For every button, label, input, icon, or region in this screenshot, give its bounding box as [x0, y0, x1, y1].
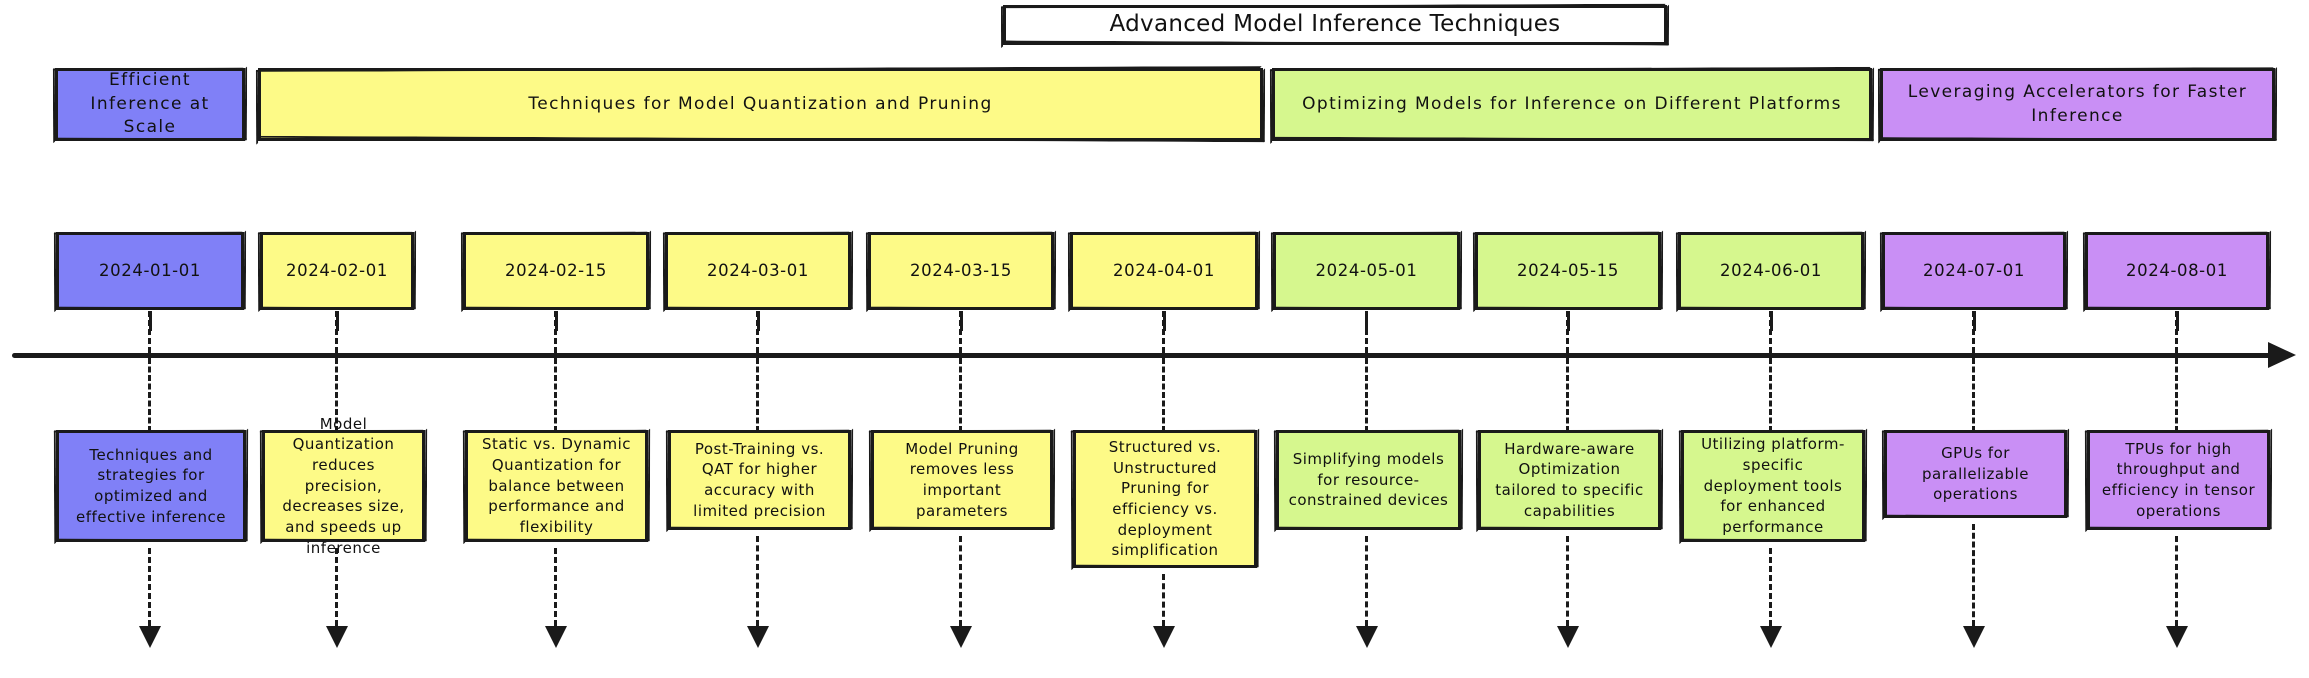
period-date-label: 2024-01-01	[99, 260, 201, 280]
connector-arrow-icon-5	[950, 626, 972, 648]
period-box-4[interactable]: 2024-03-01	[665, 232, 851, 310]
event-box-1[interactable]: Techniques and strategies for optimized …	[56, 430, 246, 542]
event-box-8[interactable]: Hardware-aware Optimization tailored to …	[1478, 430, 1661, 530]
event-description-label: Model Pruning removes less important par…	[905, 439, 1019, 520]
connector-middle-8	[1566, 358, 1570, 432]
connector-lower-5	[959, 536, 963, 626]
connector-arrow-icon-9	[1760, 626, 1782, 648]
event-description-label: Model Quantization reduces precision, de…	[282, 414, 405, 557]
connector-arrow-icon-8	[1557, 626, 1579, 648]
connector-middle-3	[554, 358, 558, 432]
connector-middle-6	[1162, 358, 1166, 432]
connector-lower-1	[148, 548, 152, 626]
connector-upper-5	[959, 311, 963, 353]
period-box-1[interactable]: 2024-01-01	[56, 232, 244, 310]
connector-upper-1	[148, 311, 152, 353]
connector-middle-11	[2175, 358, 2179, 432]
event-box-7[interactable]: Simplifying models for resource-constrai…	[1276, 430, 1461, 530]
connector-upper-7	[1364, 311, 1368, 353]
connector-upper-9	[1769, 311, 1773, 353]
period-date-label: 2024-05-01	[1315, 260, 1418, 280]
period-box-7[interactable]: 2024-05-01	[1273, 232, 1460, 310]
period-date-label: 2024-03-01	[707, 260, 809, 280]
period-date-label: 2024-07-01	[1923, 260, 2025, 280]
connector-upper-2	[335, 311, 339, 353]
connector-lower-2	[335, 548, 339, 626]
event-description-label: Structured vs. Unstructured Pruning for …	[1108, 437, 1222, 560]
connector-lower-4	[756, 536, 760, 626]
event-box-4[interactable]: Post-Training vs. QAT for higher accurac…	[668, 430, 851, 530]
connector-arrow-icon-10	[1963, 626, 1985, 648]
event-box-10[interactable]: GPUs for parallelizable operations	[1884, 430, 2067, 518]
period-date-label: 2024-06-01	[1720, 260, 1822, 280]
connector-arrow-icon-1	[139, 626, 161, 648]
connector-lower-8	[1566, 536, 1570, 626]
period-date-label: 2024-05-15	[1517, 260, 1619, 280]
connector-arrow-icon-11	[2166, 626, 2188, 648]
timeline-axis-arrow-icon	[2268, 342, 2296, 368]
connector-lower-7	[1364, 536, 1368, 626]
period-box-6[interactable]: 2024-04-01	[1070, 232, 1258, 310]
period-date-label: 2024-02-15	[505, 260, 607, 280]
event-description-label: Post-Training vs. QAT for higher accurac…	[693, 439, 826, 520]
diagram-title: Advanced Model Inference Techniques	[1003, 5, 1667, 45]
period-box-8[interactable]: 2024-05-15	[1475, 232, 1661, 310]
period-date-label: 2024-02-01	[286, 260, 388, 280]
event-box-3[interactable]: Static vs. Dynamic Quantization for bala…	[465, 430, 648, 542]
connector-upper-11	[2175, 311, 2179, 353]
period-box-11[interactable]: 2024-08-01	[2085, 232, 2269, 310]
event-description-label: TPUs for high throughput and efficiency …	[2101, 439, 2256, 520]
connector-upper-8	[1566, 311, 1570, 353]
connector-lower-6	[1162, 574, 1166, 626]
event-box-9[interactable]: Utilizing platform-specific deployment t…	[1681, 430, 1865, 542]
event-box-11[interactable]: TPUs for high throughput and efficiency …	[2087, 430, 2270, 530]
connector-middle-9	[1769, 358, 1773, 432]
connector-lower-10	[1972, 524, 1976, 626]
connector-arrow-icon-7	[1355, 626, 1378, 648]
event-description-label: Static vs. Dynamic Quantization for bala…	[481, 435, 632, 537]
connector-lower-3	[554, 548, 558, 626]
connector-arrow-icon-2	[326, 626, 348, 648]
section-header-1[interactable]: Efficient Inference at Scale	[55, 68, 245, 141]
event-box-2[interactable]: Model Quantization reduces precision, de…	[262, 415, 425, 557]
section-header-3[interactable]: Optimizing Models for Inference on Diffe…	[1272, 68, 1872, 141]
connector-arrow-icon-4	[747, 626, 769, 648]
section-header-label: Techniques for Model Quantization and Pr…	[528, 93, 993, 114]
event-description-label: Simplifying models for resource-constrai…	[1288, 449, 1449, 510]
timeline-axis-line	[12, 353, 2274, 358]
connector-lower-9	[1769, 548, 1773, 626]
connector-middle-2	[335, 358, 339, 432]
connector-middle-7	[1364, 358, 1368, 432]
connector-middle-5	[959, 358, 963, 432]
period-box-10[interactable]: 2024-07-01	[1882, 232, 2066, 310]
connector-arrow-icon-3	[545, 626, 567, 648]
event-description-label: Hardware-aware Optimization tailored to …	[1495, 439, 1644, 520]
connector-arrow-icon-6	[1153, 626, 1175, 648]
connector-middle-4	[756, 358, 760, 432]
event-description-label: Utilizing platform-specific deployment t…	[1701, 435, 1845, 537]
event-description-label: Techniques and strategies for optimized …	[76, 445, 226, 526]
connector-upper-10	[1972, 311, 1976, 353]
section-header-4[interactable]: Leveraging Accelerators for Faster Infer…	[1880, 68, 2275, 141]
connector-upper-6	[1162, 311, 1166, 353]
period-date-label: 2024-08-01	[2126, 260, 2228, 280]
period-box-2[interactable]: 2024-02-01	[260, 232, 414, 310]
event-box-6[interactable]: Structured vs. Unstructured Pruning for …	[1073, 430, 1257, 568]
connector-upper-3	[554, 311, 558, 353]
event-box-5[interactable]: Model Pruning removes less important par…	[871, 430, 1053, 530]
period-date-label: 2024-04-01	[1113, 260, 1215, 280]
connector-upper-4	[756, 311, 760, 353]
period-box-3[interactable]: 2024-02-15	[463, 232, 649, 310]
section-header-2[interactable]: Techniques for Model Quantization and Pr…	[258, 68, 1263, 141]
period-date-label: 2024-03-15	[910, 260, 1012, 280]
section-header-label: Leveraging Accelerators for Faster Infer…	[1907, 82, 2248, 126]
event-description-label: GPUs for parallelizable operations	[1922, 443, 2029, 504]
section-header-label: Efficient Inference at Scale	[90, 70, 210, 138]
period-box-9[interactable]: 2024-06-01	[1678, 232, 1864, 310]
connector-lower-11	[2175, 536, 2179, 626]
connector-middle-10	[1972, 358, 1976, 432]
section-header-label: Optimizing Models for Inference on Diffe…	[1302, 93, 1842, 114]
connector-middle-1	[148, 358, 152, 432]
period-box-5[interactable]: 2024-03-15	[868, 232, 1054, 310]
